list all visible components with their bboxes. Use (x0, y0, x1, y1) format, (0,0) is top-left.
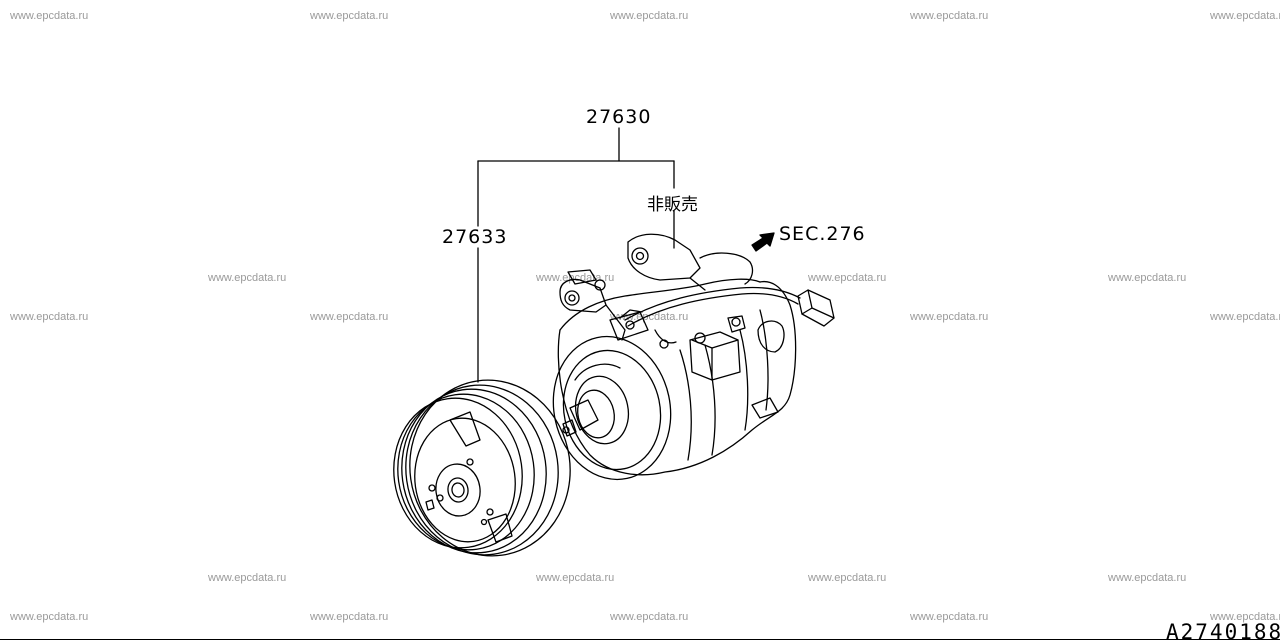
watermark: www.epcdata.ru (1210, 611, 1280, 623)
watermark: www.epcdata.ru (910, 10, 989, 22)
watermark: www.epcdata.ru (310, 311, 389, 323)
watermark: www.epcdata.ru (1210, 10, 1280, 22)
section-reference-link[interactable]: SEC.276 (779, 223, 866, 245)
watermark: www.epcdata.ru (808, 272, 887, 284)
watermark: www.epcdata.ru (10, 611, 89, 623)
leader-lines (477, 127, 675, 383)
not-for-sale-note: 非販売 (647, 195, 698, 215)
watermark: www.epcdata.ru (10, 10, 89, 22)
watermark: www.epcdata.ru (910, 611, 989, 623)
watermark: www.epcdata.ru (10, 311, 89, 323)
clutch-part-number[interactable]: 27633 (442, 226, 508, 248)
watermark: www.epcdata.ru (310, 611, 389, 623)
watermark: www.epcdata.ru (910, 311, 989, 323)
watermark: www.epcdata.ru (208, 272, 287, 284)
watermark: www.epcdata.ru (208, 572, 287, 584)
compressor-body (552, 233, 835, 481)
watermark: www.epcdata.ru (1108, 272, 1187, 284)
watermark: www.epcdata.ru (610, 10, 689, 22)
watermark: www.epcdata.ru (536, 572, 615, 584)
watermark: www.epcdata.ru (1108, 572, 1187, 584)
watermark: www.epcdata.ru (536, 272, 615, 284)
diagram-code: A2740188 (1166, 620, 1280, 644)
watermark: www.epcdata.ru (1210, 311, 1280, 323)
section-arrow-icon[interactable] (751, 232, 775, 252)
assembly-part-number[interactable]: 27630 (586, 106, 652, 128)
clutch-pulley (393, 379, 571, 557)
watermark: www.epcdata.ru (808, 572, 887, 584)
watermark: www.epcdata.ru (610, 311, 689, 323)
watermark: www.epcdata.ru (610, 611, 689, 623)
watermark: www.epcdata.ru (310, 10, 389, 22)
